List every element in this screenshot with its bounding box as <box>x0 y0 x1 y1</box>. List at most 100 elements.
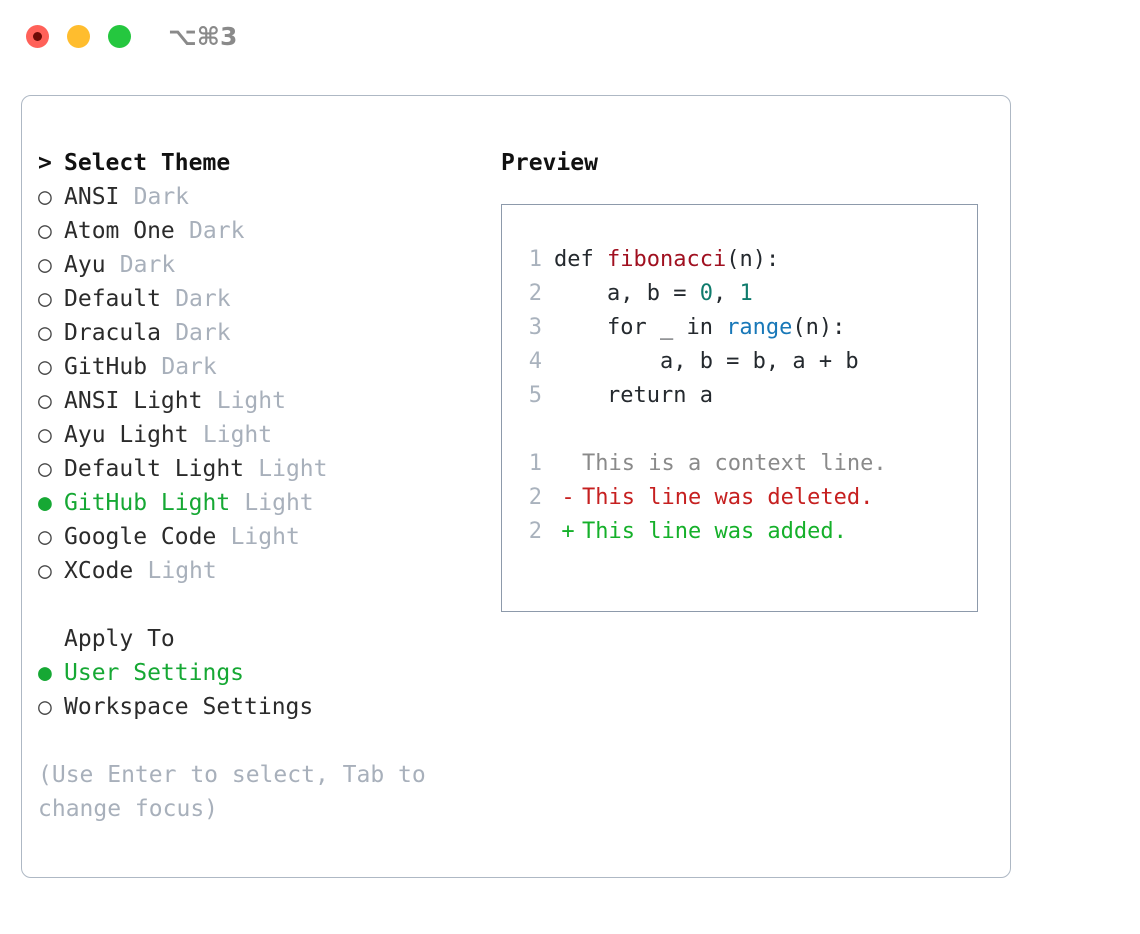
code-line: 5 return a <box>502 379 977 413</box>
section-spacer <box>38 588 488 622</box>
theme-option-label: Default Light <box>64 456 245 482</box>
theme-option-label: Google Code <box>64 524 217 550</box>
apply-to-option-label: User Settings <box>64 660 245 686</box>
radio-unselected-icon: ○ <box>38 388 52 414</box>
theme-option-variant: Dark <box>175 320 231 346</box>
keyboard-shortcut-label: ⌥⌘3 <box>168 22 238 51</box>
apply-to-option-user-settings[interactable]: ● User Settings <box>38 656 488 690</box>
line-number: 3 <box>528 315 542 340</box>
radio-unselected-icon: ○ <box>38 320 52 346</box>
radio-unselected-icon: ○ <box>38 354 52 380</box>
theme-option-github[interactable]: ○ GitHub Dark <box>38 350 488 384</box>
title-bar: ⌥⌘3 <box>0 0 1140 78</box>
theme-option-label: GitHub Light <box>64 490 231 516</box>
code-token-num: 0 <box>699 281 713 306</box>
theme-option-label: Atom One <box>64 218 175 244</box>
code-line-text: return a <box>554 379 713 413</box>
code-token-call: range <box>726 315 793 340</box>
radio-unselected-icon: ○ <box>38 558 52 584</box>
radio-unselected-icon: ○ <box>38 524 52 550</box>
theme-option-variant: Dark <box>175 286 231 312</box>
apply-to-option-label: Workspace Settings <box>64 694 314 720</box>
radio-unselected-icon: ○ <box>38 184 52 210</box>
theme-option-label: Ayu Light <box>64 422 189 448</box>
theme-option-dracula[interactable]: ○ Dracula Dark <box>38 316 488 350</box>
diff-line-text: This line was deleted. <box>582 485 874 510</box>
theme-option-ansi[interactable]: ○ ANSI Dark <box>38 180 488 214</box>
window-controls <box>26 25 131 48</box>
theme-option-label: Ayu <box>64 252 106 278</box>
diff-line-text: This line was added. <box>582 519 847 544</box>
line-number: 1 <box>528 247 542 272</box>
code-token-plain: (n): <box>726 247 780 272</box>
radio-unselected-icon: ○ <box>38 218 52 244</box>
diff-line-del: 2-This line was deleted. <box>502 481 977 515</box>
radio-unselected-icon: ○ <box>38 252 52 278</box>
maximize-button[interactable] <box>108 25 131 48</box>
code-token-num: 1 <box>739 281 753 306</box>
minimize-button[interactable] <box>67 25 90 48</box>
theme-option-atom-one[interactable]: ○ Atom One Dark <box>38 214 488 248</box>
theme-list-header-label: Select Theme <box>64 150 231 176</box>
theme-option-variant: Light <box>244 490 314 516</box>
code-token-fn: fibonacci <box>606 247 727 272</box>
code-line-text: a, b = b, a + b <box>554 345 859 379</box>
prompt-caret-icon: > <box>38 150 52 176</box>
code-token-plain: , <box>712 281 740 306</box>
line-number: 2 <box>528 519 542 544</box>
theme-option-variant: Dark <box>189 218 245 244</box>
theme-option-github-light[interactable]: ● GitHub Light Light <box>38 486 488 520</box>
code-line: 1 def fibonacci(n): <box>502 243 977 277</box>
theme-option-variant: Light <box>216 388 286 414</box>
code-line-text: a, b = 0, 1 <box>554 277 753 311</box>
radio-selected-icon: ● <box>38 490 52 516</box>
keyboard-hint-text: (Use Enter to select, Tab to change focu… <box>38 762 426 822</box>
radio-unselected-icon: ○ <box>38 422 52 448</box>
line-number: 4 <box>528 349 542 374</box>
line-number: 1 <box>528 451 542 476</box>
theme-option-label: Default <box>64 286 161 312</box>
line-number: 2 <box>528 281 542 306</box>
diff-line-ctx: 1 This is a context line. <box>502 447 977 481</box>
preview-title: Preview <box>501 150 598 176</box>
code-token-plain: def <box>554 247 607 272</box>
theme-option-variant: Dark <box>133 184 190 210</box>
diff-preview: 1 This is a context line.2-This line was… <box>502 447 977 549</box>
code-token-plain: for _ in <box>554 315 727 340</box>
diff-line-add: 2+This line was added. <box>502 515 977 549</box>
code-line-text: def fibonacci(n): <box>554 243 779 277</box>
theme-option-label: GitHub <box>64 354 148 380</box>
theme-option-label: XCode <box>64 558 134 584</box>
code-line: 2 a, b = 0, 1 <box>502 277 977 311</box>
theme-option-variant: Light <box>230 524 300 550</box>
theme-option-google-code[interactable]: ○ Google Code Light <box>38 520 488 554</box>
theme-list-header: > Select Theme <box>38 146 488 180</box>
code-token-plain: a, b = b, a + b <box>554 349 859 374</box>
apply-to-header-label: Apply To <box>64 626 175 652</box>
theme-option-variant: Dark <box>161 354 217 380</box>
radio-unselected-icon: ○ <box>38 456 52 482</box>
theme-option-label: ANSI <box>64 184 120 210</box>
radio-unselected-icon: ○ <box>38 694 52 720</box>
diff-marker: - <box>561 485 575 510</box>
close-button[interactable] <box>26 25 49 48</box>
code-token-plain: a, b = <box>554 281 700 306</box>
radio-selected-icon: ● <box>38 660 52 686</box>
apply-to-option-workspace-settings[interactable]: ○ Workspace Settings <box>38 690 488 724</box>
diff-line-text: This is a context line. <box>582 451 887 476</box>
theme-option-label: Dracula <box>64 320 161 346</box>
line-number: 2 <box>528 485 542 510</box>
code-token-plain: return a <box>554 383 713 408</box>
code-line: 3 for _ in range(n): <box>502 311 977 345</box>
